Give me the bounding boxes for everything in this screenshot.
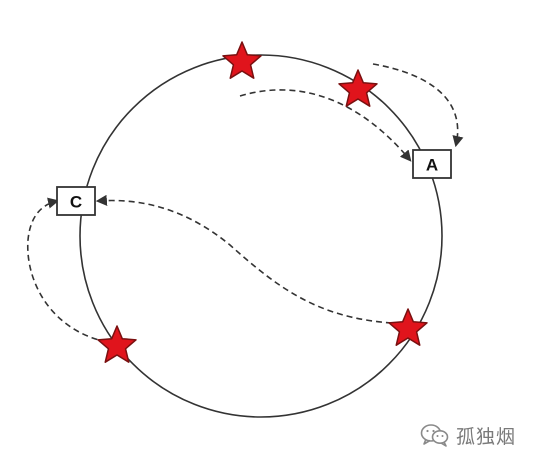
- hash-ring: [79, 54, 443, 418]
- star-icon-lower-left: [97, 325, 137, 363]
- arrow-left-star-to-c: [27, 197, 108, 343]
- star-icon-upper-right: [338, 69, 378, 107]
- server-node-a-label: A: [426, 156, 438, 175]
- arrow-star-to-a-curve: [372, 63, 464, 148]
- server-node-a: A: [412, 149, 452, 179]
- arrow-top-to-a: [239, 89, 412, 162]
- server-node-c: C: [56, 186, 96, 216]
- server-node-c-label: C: [70, 193, 82, 212]
- watermark-text: 孤独烟: [456, 425, 517, 448]
- watermark: 孤独烟: [420, 418, 516, 452]
- star-icon-lower-right: [388, 308, 428, 346]
- star-icon-top: [222, 41, 262, 79]
- arrow-right-star-to-c: [95, 194, 393, 324]
- wechat-icon: [420, 424, 449, 447]
- server-node-c-box: [56, 186, 96, 216]
- server-node-a-box: [412, 149, 452, 179]
